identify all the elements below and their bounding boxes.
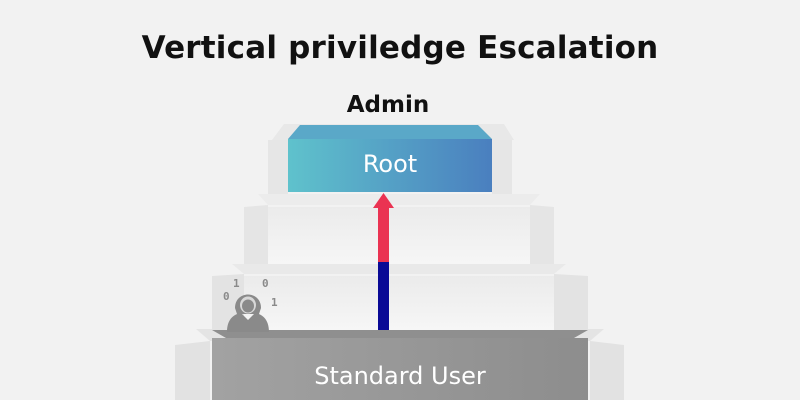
hacker-digit: 0 bbox=[262, 277, 269, 290]
root-label: Root bbox=[362, 150, 418, 178]
step-top bbox=[268, 124, 514, 194]
admin-label: Admin bbox=[346, 92, 430, 118]
hacker-digit: 1 bbox=[271, 296, 278, 309]
root-step bbox=[288, 139, 492, 192]
step-2 bbox=[212, 264, 588, 330]
escalation-arrow bbox=[373, 193, 394, 330]
hacker-icon: 1 0 0 1 bbox=[223, 277, 278, 332]
hacker-digit: 0 bbox=[223, 290, 230, 303]
diagram-title: Vertical priviledge Escalation bbox=[141, 30, 659, 66]
arrow-up-icon bbox=[373, 193, 394, 208]
step-1 bbox=[175, 329, 624, 400]
standard-user-step bbox=[212, 338, 588, 400]
hacker-digit: 1 bbox=[233, 277, 240, 290]
step-3 bbox=[244, 194, 554, 264]
standard-user-label: Standard User bbox=[314, 362, 486, 390]
